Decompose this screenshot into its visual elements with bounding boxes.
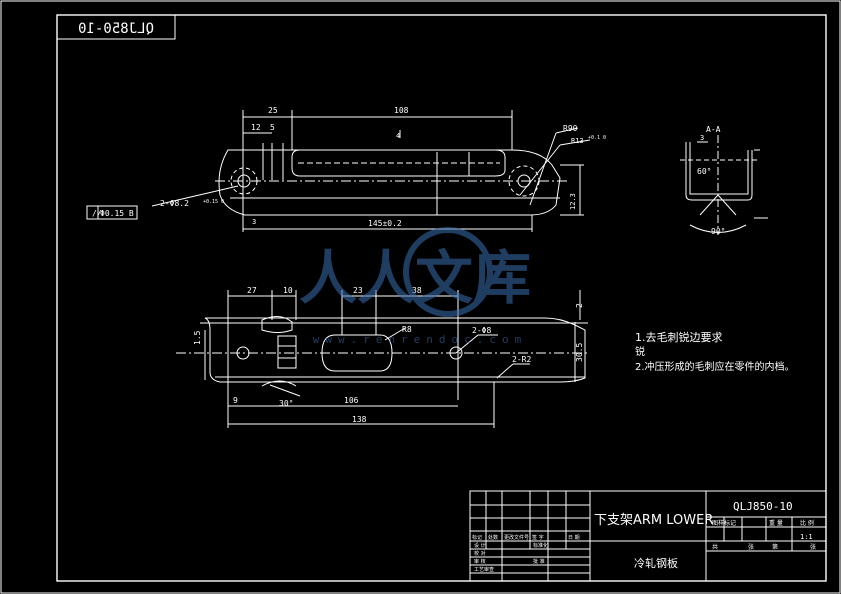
mark-b: 3 <box>252 218 256 226</box>
role-design: 设 计 <box>474 542 486 549</box>
angle-30: 30° <box>279 399 293 408</box>
dim-30: 30.5 <box>575 343 584 362</box>
bottom-slot <box>321 334 393 372</box>
rev-qty: 处数 <box>488 534 498 541</box>
sheet-total: 共 <box>712 543 718 551</box>
hdr-scale: 比 例 <box>800 519 814 527</box>
hdr-weight: 重 量 <box>769 519 783 527</box>
drawing-number-box: QLJ850-10 <box>56 14 176 40</box>
sheet-page: 张 <box>748 543 754 551</box>
hole-2-label: 2-Φ8 <box>472 326 491 335</box>
dim-12: 12 <box>251 123 261 132</box>
tech-req-line2: 2.冲压形成的毛刺应在零件的内档。 <box>635 360 795 373</box>
hdr-stage: 图样标记 <box>712 519 736 527</box>
role-check: 校 对 <box>474 550 486 557</box>
scale-value: 1:1 <box>800 533 813 541</box>
title-block-texts: 下支架ARM LOWER QLJ850-10 冷轧钢板 图样标记 重 量 比 例… <box>472 500 816 573</box>
side-dim-texts: A-A 60° 90° 3 <box>697 125 725 236</box>
inner-border <box>56 14 827 582</box>
role-std: 标准化 <box>533 542 548 549</box>
r90-label: R90 <box>563 124 578 133</box>
dim-3: 3 <box>700 134 704 142</box>
tolerance-text: Φ0.15 B <box>100 209 134 218</box>
section-label: A-A <box>706 125 721 134</box>
rev-date: 日 期 <box>568 535 580 541</box>
mark-a: 4 <box>396 132 400 140</box>
top-outline <box>218 149 561 216</box>
dim-23: 23 <box>353 286 363 295</box>
tech-req-line1: 1.去毛刺锐边要求 <box>635 330 723 344</box>
tolerance-frame: // Φ0.15 B <box>86 205 138 220</box>
hole-tol: +0.15 0 <box>203 199 224 205</box>
hole-callout: 2-Φ8.2 <box>160 199 189 208</box>
top-dim-texts: 25 108 12 5 145±0.2 2-Φ8.2 +0.15 0 R90 R… <box>160 106 606 228</box>
dim-108: 108 <box>394 106 409 115</box>
angle-90: 90° <box>711 227 725 236</box>
dim-38: 38 <box>412 286 422 295</box>
dim-106: 106 <box>344 396 359 405</box>
dim-9: 9 <box>233 396 238 405</box>
bottom-view <box>176 290 590 428</box>
r2-label: 2-R2 <box>512 355 531 364</box>
role-approve: 批 准 <box>533 558 545 565</box>
sheet-num-page: 张 <box>810 543 816 551</box>
title-block <box>469 490 827 582</box>
top-view <box>151 110 591 232</box>
side-view <box>680 135 768 235</box>
sheet-num: 第 <box>772 543 778 551</box>
dim-25: 25 <box>268 106 278 115</box>
bottom-outline <box>204 317 586 383</box>
role-craft: 工艺审查 <box>474 566 494 573</box>
dim-145: 145±0.2 <box>368 219 402 228</box>
top-slot <box>291 149 506 177</box>
dim-10: 10 <box>283 286 293 295</box>
drawing-number-mirrored: QLJ850-10 <box>78 21 154 37</box>
dim-2: 2 <box>575 303 584 308</box>
dim-27: 27 <box>247 286 257 295</box>
bottom-dim-texts: 27 10 23 38 2 1.5 R8 2-Φ8 2-R2 30.5 9 10… <box>193 286 584 424</box>
angle-60: 60° <box>697 167 711 176</box>
material: 冷轧钢板 <box>634 556 678 570</box>
dim-138: 138 <box>352 415 367 424</box>
tech-req-line1b: 锐 <box>635 345 645 358</box>
part-name: 下支架ARM LOWER <box>594 513 713 528</box>
watermark: 人人文库 www.renrendoc.com <box>299 227 531 346</box>
svg-text://: // <box>92 209 102 218</box>
tech-requirements: 1.去毛刺锐边要求 锐 2.冲压形成的毛刺应在零件的内档。 <box>635 330 795 373</box>
rev-sign: 签 字 <box>532 534 544 541</box>
r13-tol: +0.1 0 <box>588 135 606 141</box>
watermark-url: www.renrendoc.com <box>313 333 528 346</box>
role-process: 审 核 <box>474 558 486 565</box>
watermark-text: 人人文库 <box>299 244 531 312</box>
dim-5: 5 <box>270 123 275 132</box>
drawing-code: QLJ850-10 <box>733 500 793 513</box>
r13-label: R13 <box>571 137 584 145</box>
rev-mark: 标记 <box>472 534 482 541</box>
dim-12-3: 12.3 <box>569 193 577 210</box>
r8-label: R8 <box>402 325 412 334</box>
dim-1-5: 1.5 <box>193 330 202 345</box>
rev-doc: 更改文件号 <box>504 534 529 541</box>
